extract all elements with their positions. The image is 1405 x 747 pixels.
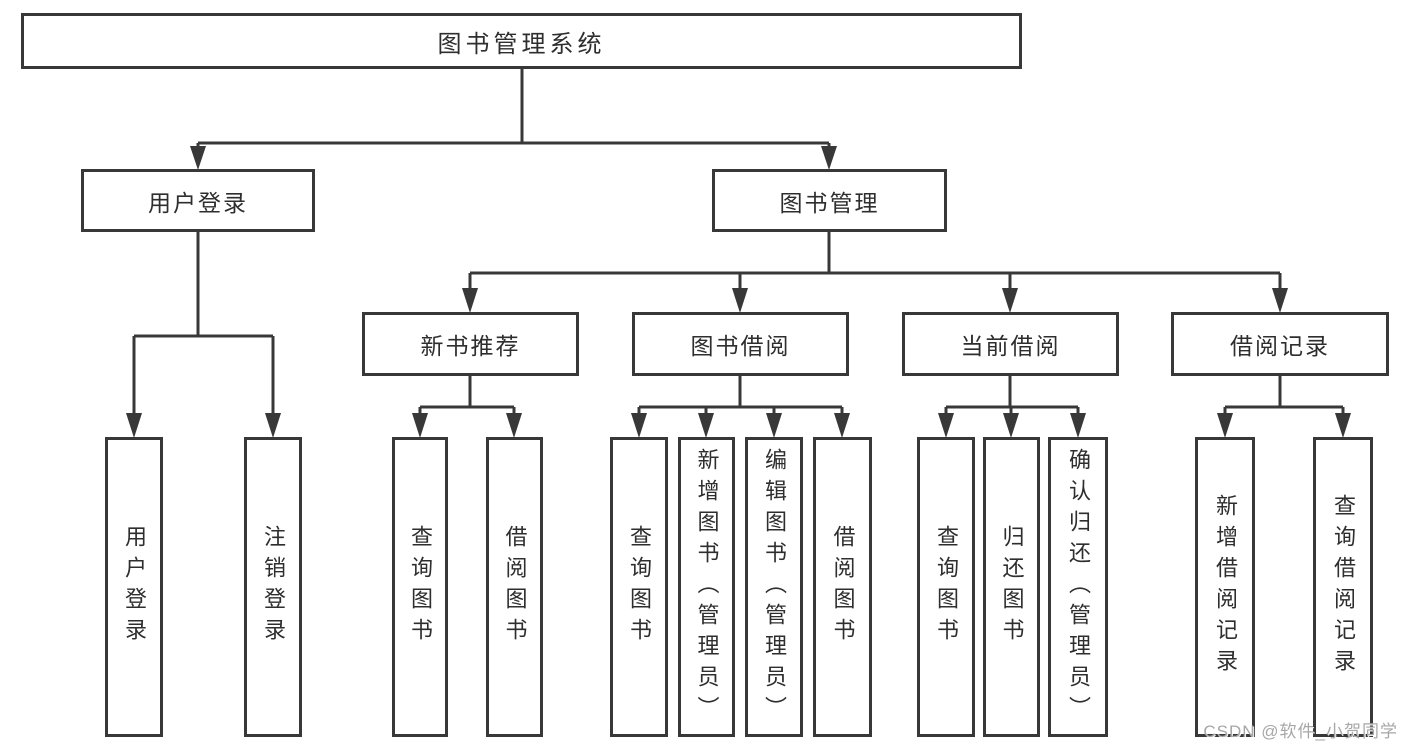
leaf-logout: 注销登录 bbox=[244, 437, 302, 737]
node-new-book-recommend: 新书推荐 bbox=[362, 312, 579, 376]
leaf-return-book: 归还图书 bbox=[983, 437, 1040, 737]
leaf-query-borrow-record: 查询借阅记录 bbox=[1313, 437, 1373, 737]
leaf-user-login: 用户登录 bbox=[105, 437, 163, 737]
leaf-add-borrow-record: 新增借阅记录 bbox=[1195, 437, 1255, 737]
csdn-watermark: CSDN @软件_小贺同学 bbox=[1203, 722, 1398, 741]
node-borrow-records: 借阅记录 bbox=[1171, 312, 1389, 376]
leaf-query-book-current: 查询图书 bbox=[917, 437, 975, 737]
node-book-management: 图书管理 bbox=[712, 169, 947, 232]
leaf-edit-book-admin: 编辑图书（管理员） bbox=[745, 437, 803, 737]
node-current-borrow: 当前借阅 bbox=[902, 312, 1119, 376]
leaf-add-book-admin: 新增图书（管理员） bbox=[678, 437, 735, 737]
leaf-confirm-return-admin: 确认归还（管理员） bbox=[1048, 437, 1108, 737]
leaf-borrow-book: 借阅图书 bbox=[813, 437, 872, 737]
node-library-system-root: 图书管理系统 bbox=[21, 13, 1022, 69]
leaf-query-book-borrow: 查询图书 bbox=[610, 437, 668, 737]
leaf-borrow-book-recommend: 借阅图书 bbox=[486, 437, 543, 737]
node-user-login: 用户登录 bbox=[81, 169, 315, 232]
node-book-borrow: 图书借阅 bbox=[632, 312, 849, 376]
leaf-query-book-recommend: 查询图书 bbox=[392, 437, 448, 737]
